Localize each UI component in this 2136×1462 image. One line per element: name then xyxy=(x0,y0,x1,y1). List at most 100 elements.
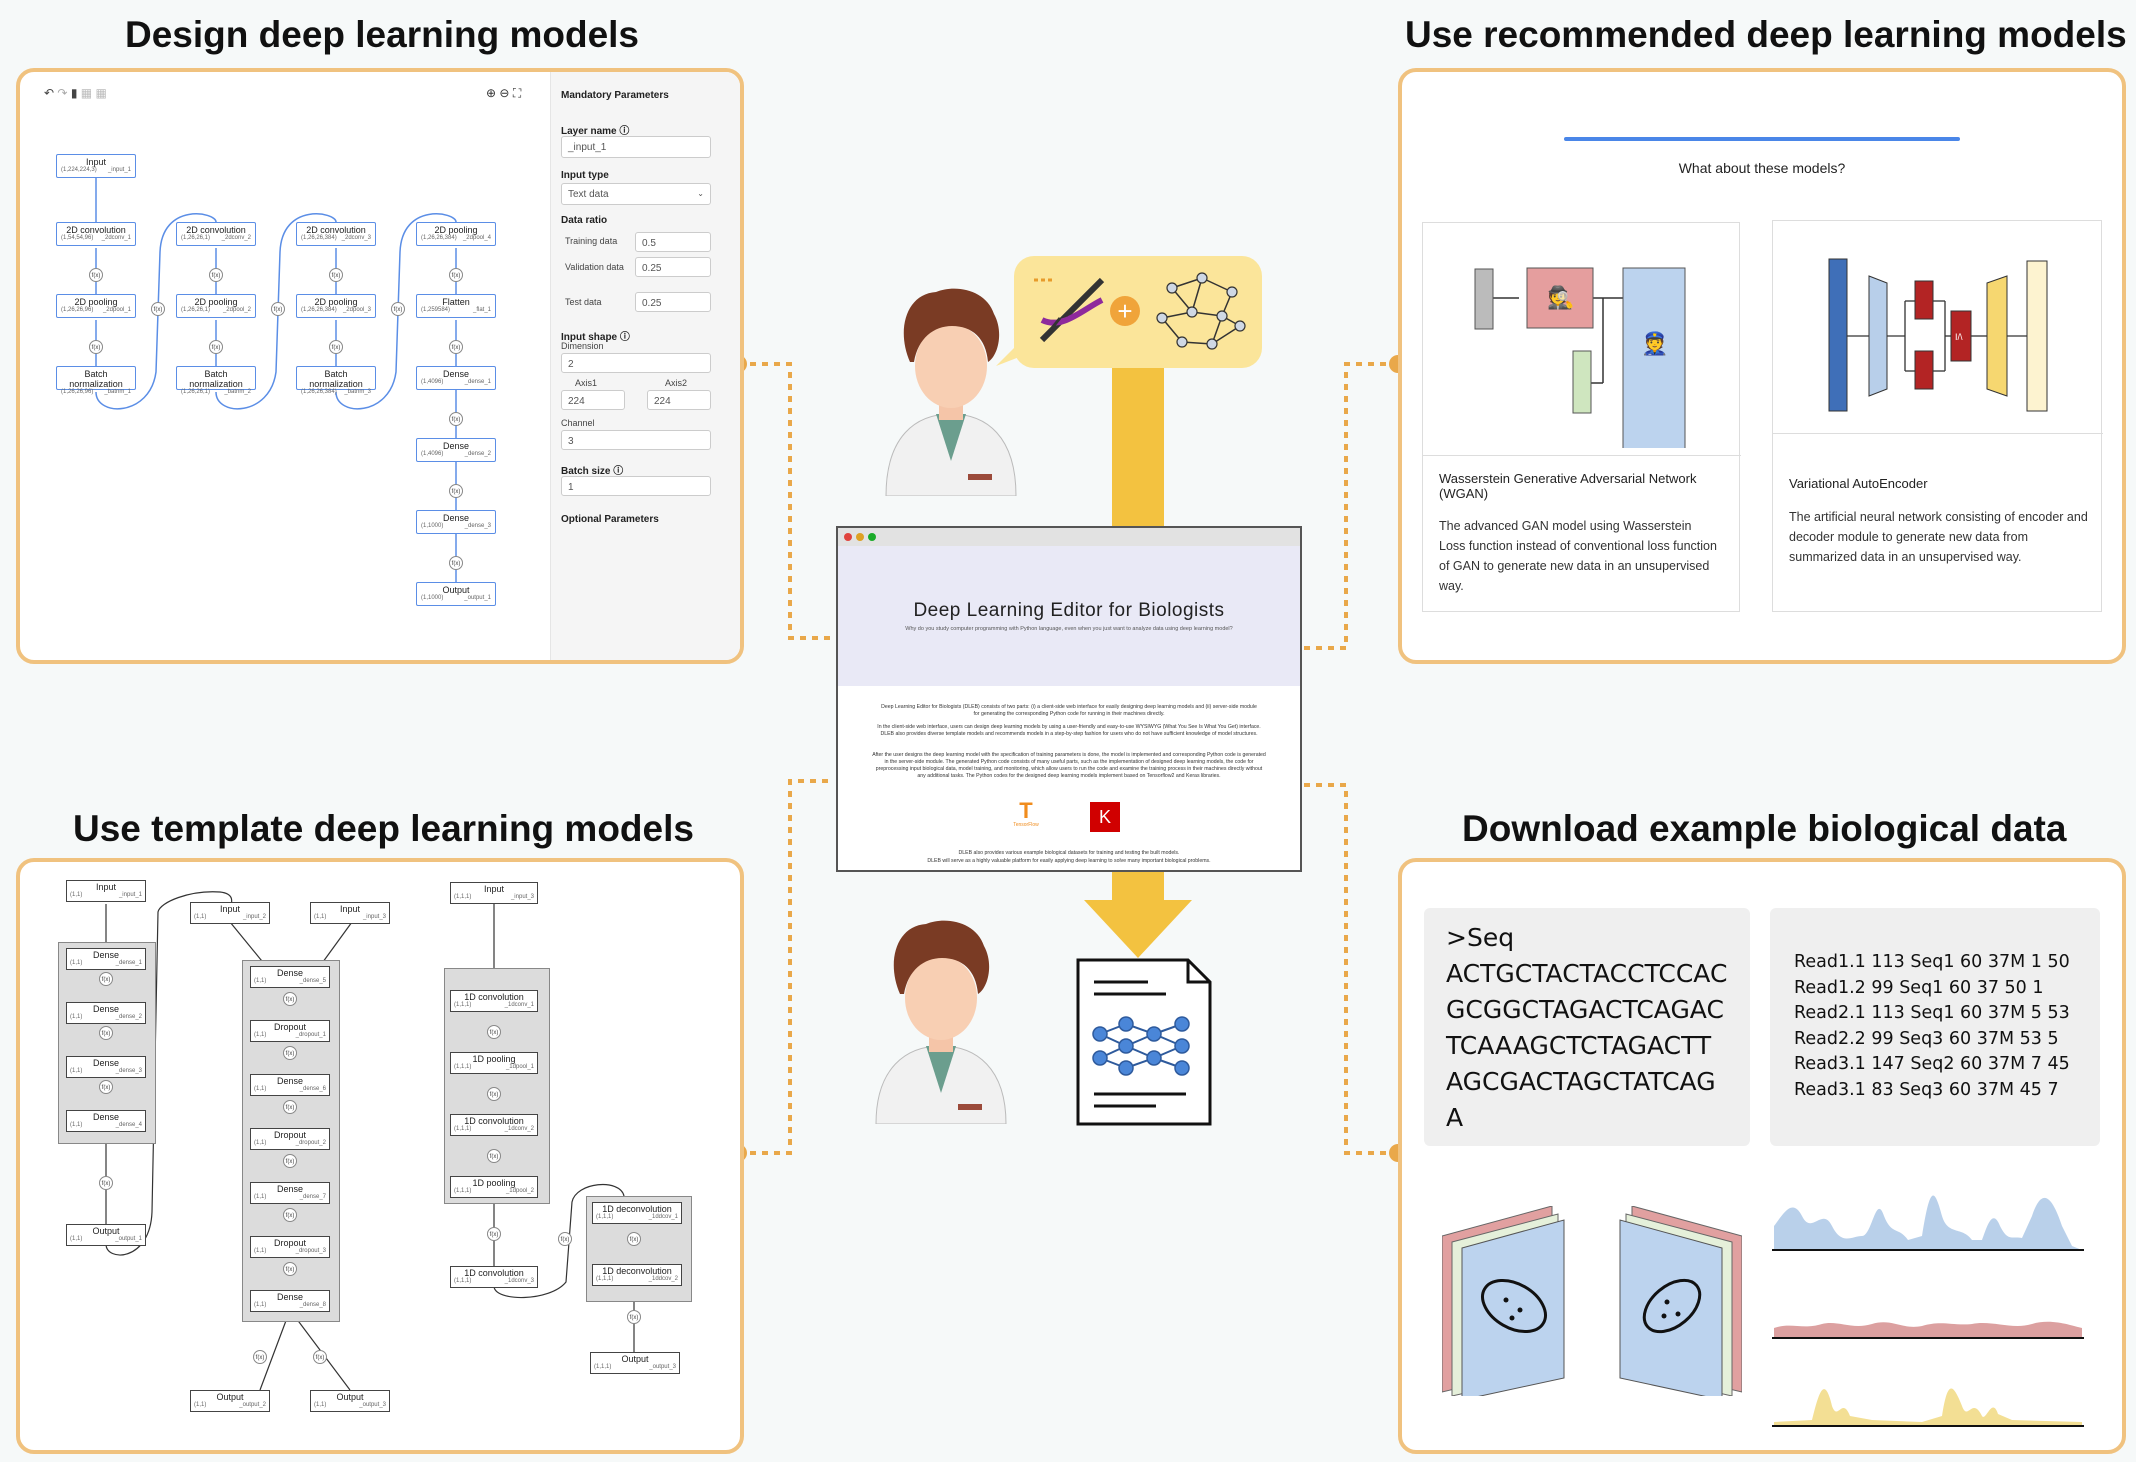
activation-icon: f(x) xyxy=(487,1227,501,1241)
channel-label: Channel xyxy=(561,418,595,428)
node-shape: (1,1,1) xyxy=(454,894,472,900)
node-id: _dense_5 xyxy=(299,978,326,984)
axis2-input[interactable]: 224 xyxy=(647,390,711,410)
template-node[interactable]: Output(1,1)_output_1 xyxy=(66,1224,146,1246)
zoom-out-icon[interactable]: ⊖ xyxy=(499,86,510,100)
node-meta: (1,1)_dropout_1 xyxy=(251,1032,329,1038)
node-meta: (1,259584)_flat_1 xyxy=(417,307,495,313)
node-title: Input xyxy=(95,882,117,892)
template-node[interactable]: 1D pooling(1,1,1)_1dpool_1 xyxy=(450,1052,538,1074)
activation-icon: f(x) xyxy=(209,340,223,354)
node-shape: (1,1,1) xyxy=(594,1364,612,1370)
input-type-select[interactable]: Text data⌄ xyxy=(561,183,711,205)
node-meta: (1,1,1)_input_3 xyxy=(451,894,537,900)
layer-node[interactable]: Dense(1,4096)_dense_1 xyxy=(416,366,496,390)
node-id: _input_2 xyxy=(242,914,266,920)
node-meta: (1,1)_input_1 xyxy=(67,892,145,898)
dna-icon xyxy=(1034,277,1105,343)
template-node[interactable]: 1D deconvolution(1,1,1)_1ddcov_1 xyxy=(592,1202,682,1224)
template-node[interactable]: 1D convolution(1,1,1)_1dconv_1 xyxy=(450,990,538,1012)
template-node[interactable]: Input(1,1)_input_2 xyxy=(190,902,270,924)
training-input[interactable]: 0.5 xyxy=(635,232,711,252)
validation-input[interactable]: 0.25 xyxy=(635,257,711,277)
keras-logo: K xyxy=(1090,802,1120,832)
template-node[interactable]: Output(1,1,1)_output_3 xyxy=(590,1352,680,1374)
zoom-in-icon[interactable]: ⊕ xyxy=(486,86,497,100)
layer-node[interactable]: Output(1,1000)_output_1 xyxy=(416,582,496,606)
maximize-dot-icon[interactable] xyxy=(868,533,876,541)
node-meta: (1,1000)_dense_3 xyxy=(417,523,495,529)
node-meta: (1,26,26,384)_2dconv_3 xyxy=(297,235,375,241)
layer-node[interactable]: 2D pooling(1,26,26,96)_2dpool_1 xyxy=(56,294,136,318)
layer-node[interactable]: Flatten(1,259584)_flat_1 xyxy=(416,294,496,318)
layer-node[interactable]: Batch normalization(1,26,26,96)_batnm_1 xyxy=(56,366,136,395)
template-node[interactable]: 1D convolution(1,1,1)_1dconv_3 xyxy=(450,1266,538,1288)
template-node[interactable]: 1D deconvolution(1,1,1)_1ddcov_2 xyxy=(592,1264,682,1286)
template-node[interactable]: Dense(1,1)_dense_1 xyxy=(66,948,146,970)
close-dot-icon[interactable] xyxy=(844,533,852,541)
channel-input[interactable]: 3 xyxy=(561,430,711,450)
node-meta: (1,1)_input_3 xyxy=(311,914,389,920)
template-node[interactable]: Dense(1,1)_dense_6 xyxy=(250,1074,330,1096)
node-title: Dropout xyxy=(273,1022,307,1032)
layer-node[interactable]: Batch normalization(1,26,26,1)_batnm_2 xyxy=(176,366,256,395)
template-node[interactable]: Dense(1,1)_dense_5 xyxy=(250,966,330,988)
template-node[interactable]: Dropout(1,1)_dropout_3 xyxy=(250,1236,330,1258)
node-meta: (1,1)_output_3 xyxy=(311,1402,389,1408)
editor-window: Deep Learning Editor for Biologists Why … xyxy=(836,526,1302,872)
model-card-vae[interactable]: I/\ Variational AutoEncoder The artifici… xyxy=(1772,220,2103,612)
node-shape: (1,1,1) xyxy=(454,1064,472,1070)
node-title: Output xyxy=(621,1354,649,1364)
node-title: Output xyxy=(92,1226,120,1236)
editor-hero: Deep Learning Editor for Biologists Why … xyxy=(838,546,1300,686)
template-node[interactable]: Input(1,1)_input_1 xyxy=(66,880,146,902)
grid-icon[interactable]: ▦ xyxy=(80,86,93,100)
layer-node[interactable]: 2D pooling(1,26,26,384)_2dpool_3 xyxy=(296,294,376,318)
node-id: _dropout_2 xyxy=(295,1140,326,1146)
node-meta: (1,1,1)_1dpool_1 xyxy=(451,1064,537,1070)
layer-node[interactable]: 2D convolution(1,54,54,96)_2dconv_1 xyxy=(56,222,136,246)
template-node[interactable]: Dense(1,1)_dense_8 xyxy=(250,1290,330,1312)
code-document-icon xyxy=(1076,958,1212,1126)
template-node[interactable]: Dropout(1,1)_dropout_2 xyxy=(250,1128,330,1150)
activation-icon: f(x) xyxy=(329,340,343,354)
dimension-input[interactable]: 2 xyxy=(561,353,711,373)
activation-icon: f(x) xyxy=(487,1025,501,1039)
node-meta: (1,224,224,3)_input_1 xyxy=(57,167,135,173)
template-node[interactable]: 1D convolution(1,1,1)_1dconv_2 xyxy=(450,1114,538,1136)
layer-node[interactable]: Dense(1,1000)_dense_3 xyxy=(416,510,496,534)
redo-icon[interactable]: ↷ xyxy=(57,86,68,100)
editor-para-1: Deep Learning Editor for Biologists (DLE… xyxy=(881,704,1257,717)
layer-node[interactable]: 2D convolution(1,26,26,1)_2dconv_2 xyxy=(176,222,256,246)
template-node[interactable]: Output(1,1)_output_3 xyxy=(310,1390,390,1412)
undo-icon[interactable]: ↶ xyxy=(44,86,55,100)
template-node[interactable]: Input(1,1)_input_3 xyxy=(310,902,390,924)
template-node[interactable]: Dense(1,1)_dense_7 xyxy=(250,1182,330,1204)
fasta-line: AGCGACTAGCTATCAG xyxy=(1446,1067,1716,1096)
template-node[interactable]: Input(1,1,1)_input_3 xyxy=(450,882,538,904)
template-node[interactable]: Dense(1,1)_dense_2 xyxy=(66,1002,146,1024)
node-id: _dense_7 xyxy=(299,1194,326,1200)
activation-icon: f(x) xyxy=(253,1350,267,1364)
minimize-dot-icon[interactable] xyxy=(856,533,864,541)
template-node[interactable]: Dense(1,1)_dense_3 xyxy=(66,1056,146,1078)
trash-icon[interactable]: ▮ xyxy=(70,86,78,100)
fit-screen-icon[interactable]: ⛶ xyxy=(512,86,522,100)
template-node[interactable]: 1D pooling(1,1,1)_1dpool_2 xyxy=(450,1176,538,1198)
template-node[interactable]: Dense(1,1)_dense_4 xyxy=(66,1110,146,1132)
axis1-input[interactable]: 224 xyxy=(561,390,625,410)
node-shape: (1,259584) xyxy=(421,307,451,313)
layer-node[interactable]: Batch normalization(1,26,26,384)_batnm_3 xyxy=(296,366,376,395)
model-card-wgan[interactable]: 🕵 👮 Wasserstein Generative Adversarial N… xyxy=(1422,222,1741,612)
layer-node[interactable]: Input(1,224,224,3)_input_1 xyxy=(56,154,136,178)
layer-node[interactable]: 2D pooling(1,26,26,1)_2dpool_2 xyxy=(176,294,256,318)
test-input[interactable]: 0.25 xyxy=(635,292,711,312)
grid-alt-icon[interactable]: ▦ xyxy=(95,86,107,100)
layer-node[interactable]: 2D convolution(1,26,26,384)_2dconv_3 xyxy=(296,222,376,246)
layer-node[interactable]: 2D pooling(1,26,26,384)_2dpool_4 xyxy=(416,222,496,246)
template-node[interactable]: Output(1,1)_output_2 xyxy=(190,1390,270,1412)
layer-node[interactable]: Dense(1,4096)_dense_2 xyxy=(416,438,496,462)
layer-name-input[interactable]: _input_1 xyxy=(561,136,711,158)
batch-size-input[interactable]: 1 xyxy=(561,476,711,496)
template-node[interactable]: Dropout(1,1)_dropout_1 xyxy=(250,1020,330,1042)
